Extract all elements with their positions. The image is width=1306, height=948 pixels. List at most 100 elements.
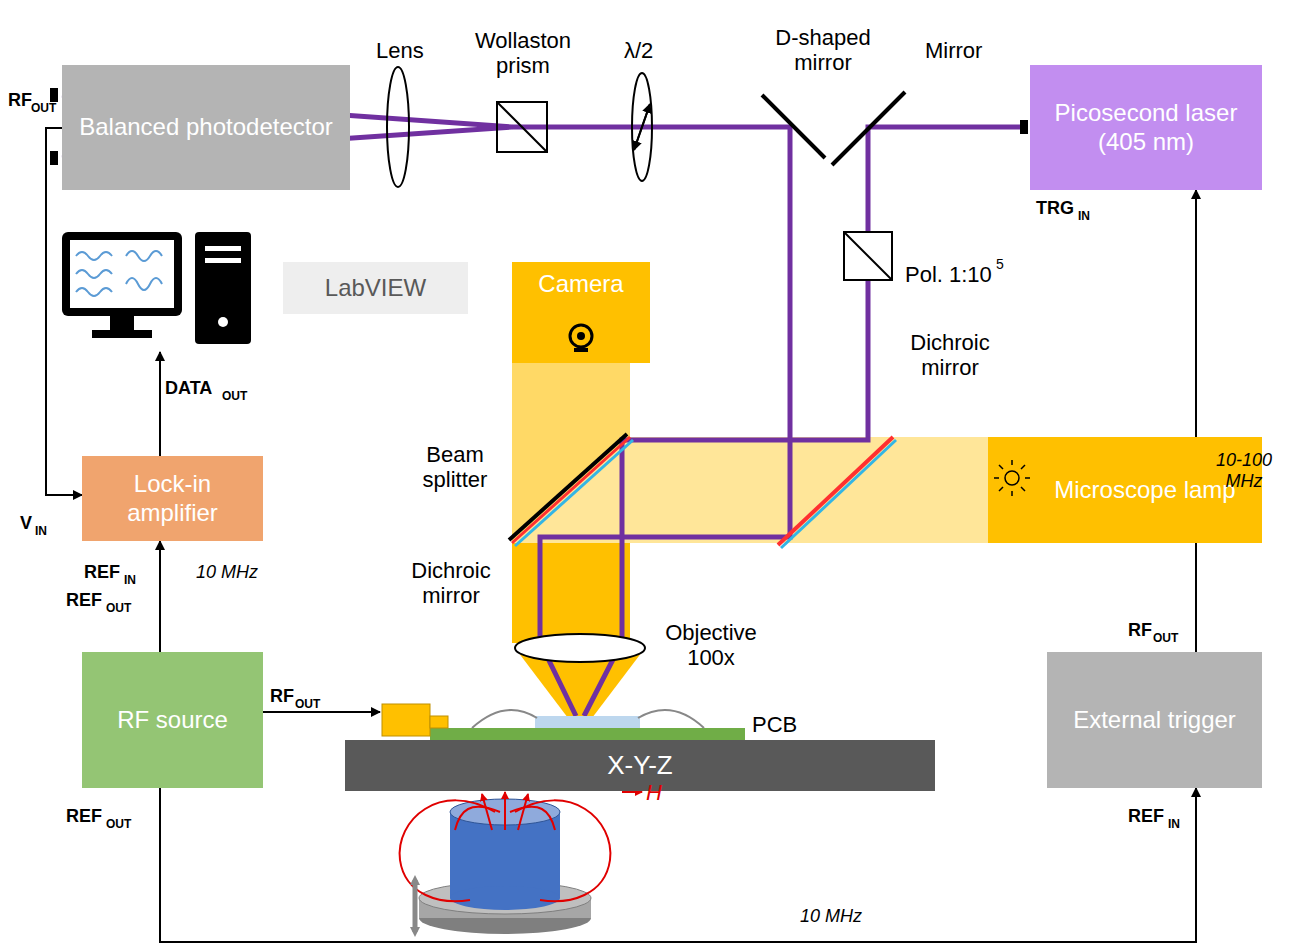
drawing-stroke xyxy=(570,325,592,347)
drawing-stroke xyxy=(510,807,555,830)
box-text: Balanced photodetector xyxy=(79,113,333,142)
signal-name: V xyxy=(20,513,32,534)
drawing-stroke xyxy=(218,317,228,327)
box-text: Microscope lamp xyxy=(1054,476,1235,505)
drawing-stroke xyxy=(195,232,251,344)
signal-name: REF xyxy=(84,562,120,583)
drawing-stroke xyxy=(512,543,630,643)
part-name: Lens xyxy=(376,38,424,63)
box-text: X-Y-Z xyxy=(607,750,673,781)
rf-source-box: RF source xyxy=(82,652,263,788)
signal-name: RF xyxy=(8,90,32,111)
drawing-stroke xyxy=(512,437,988,543)
camera-icon xyxy=(570,325,592,352)
part-name: Dichroic mirror xyxy=(395,558,507,609)
drawing-stroke xyxy=(994,460,1030,496)
drawing-stroke xyxy=(497,102,547,152)
drawing-stroke xyxy=(844,232,892,280)
light-band xyxy=(512,363,988,718)
drawing-stroke xyxy=(515,440,633,546)
lamp-icon xyxy=(994,460,1030,496)
drawing-stroke xyxy=(762,95,825,158)
part-name: Dichroic mirror xyxy=(890,330,1010,381)
magnet xyxy=(400,792,642,934)
detector-box: Balanced photodetector xyxy=(62,65,350,190)
signal-subscript: OUT xyxy=(222,390,247,404)
stage-box: X-Y-Z xyxy=(345,740,935,791)
drawing-stroke xyxy=(584,127,1022,716)
signal-subscript: IN xyxy=(1168,818,1180,832)
drawing-stroke xyxy=(504,792,506,830)
signal-name: REF xyxy=(1128,806,1164,827)
drawing-stroke xyxy=(634,104,650,150)
drawing-stroke xyxy=(455,807,500,830)
part-name: λ/2 xyxy=(624,38,653,63)
drawing-stroke xyxy=(400,792,642,901)
drawing-stroke xyxy=(382,704,430,736)
drawing-stroke xyxy=(430,728,745,740)
drawing-stroke xyxy=(205,246,241,251)
drawing-stroke xyxy=(535,716,640,728)
part-name: Objective 100x xyxy=(656,620,766,671)
part-name: Mirror xyxy=(925,38,982,63)
box-text: Camera xyxy=(538,270,623,299)
trigger-box: External trigger xyxy=(1047,652,1262,788)
part-name: Pol. 1:10 xyxy=(905,262,992,287)
field-label: H xyxy=(646,780,662,805)
drawing-stroke xyxy=(482,794,492,830)
lockin-box: Lock-in amplifier xyxy=(82,456,263,541)
frequency-label: 10 MHz xyxy=(800,906,862,927)
drawing-stroke xyxy=(1005,471,1019,485)
signal-name: REF xyxy=(66,806,102,827)
drawing-stroke xyxy=(781,440,896,548)
box-text: Picosecond laser (405 nm) xyxy=(1040,99,1252,157)
signal-wire xyxy=(160,788,1196,942)
detector-port xyxy=(50,151,58,165)
drawing-stroke xyxy=(110,316,134,332)
signal-name: RF xyxy=(270,686,294,707)
drawing-stroke xyxy=(844,232,892,280)
exponent: 5 xyxy=(996,256,1004,272)
drawing-stroke xyxy=(419,882,591,914)
signal-name: RF xyxy=(1128,620,1152,641)
optics xyxy=(387,67,905,662)
signal-subscript: OUT xyxy=(106,602,131,616)
laser-box: Picosecond laser (405 nm) xyxy=(1030,65,1262,190)
drawing-stroke xyxy=(430,716,448,728)
drawing-stroke xyxy=(778,437,893,545)
signal-wire xyxy=(159,541,161,652)
drawing-stroke xyxy=(62,232,182,316)
signal-subscript: IN xyxy=(1078,210,1090,224)
drawing-stroke xyxy=(512,437,630,543)
drawing-stroke xyxy=(497,102,547,152)
box-text: RF source xyxy=(117,706,228,735)
part-name: Beam splitter xyxy=(405,442,505,493)
frequency-label: 10-100 MHz xyxy=(1208,450,1280,491)
signal-wire xyxy=(1195,190,1197,652)
signal-subscript: OUT xyxy=(106,818,131,832)
drawing-stroke xyxy=(387,67,409,187)
drawing-stroke xyxy=(92,330,152,338)
pcb xyxy=(382,704,745,740)
computer-icon xyxy=(62,232,251,344)
box-text: Lock-in amplifier xyxy=(92,470,253,528)
drawing-stroke xyxy=(509,434,627,540)
box-text: External trigger xyxy=(1073,706,1236,735)
rf-arrow xyxy=(263,711,380,713)
software-logo: LabVIEW xyxy=(283,262,468,314)
drawing-stroke xyxy=(472,710,704,728)
drawing-stroke xyxy=(205,258,241,263)
drawing-stroke xyxy=(515,800,610,901)
drawing-stroke xyxy=(622,791,642,793)
detector-port xyxy=(50,88,58,102)
signal-subscript: IN xyxy=(124,574,136,588)
signal-subscript: OUT xyxy=(31,102,56,116)
drawing-stroke xyxy=(413,880,418,932)
signal-subscript: OUT xyxy=(1153,632,1178,646)
drawing-stroke xyxy=(577,332,585,340)
drawing-stroke xyxy=(450,886,560,910)
drawing-stroke xyxy=(634,104,650,150)
signal-subscript: OUT xyxy=(295,698,320,712)
signal-name: REF xyxy=(66,590,102,611)
drawing-stroke xyxy=(632,73,652,181)
